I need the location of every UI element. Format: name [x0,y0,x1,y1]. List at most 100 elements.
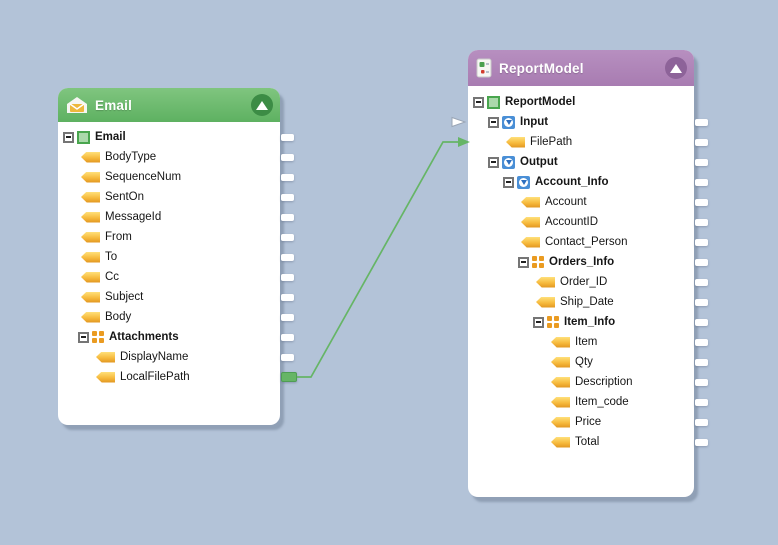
connector-stub[interactable] [281,293,294,301]
field-icon [81,291,100,303]
connector-stub[interactable] [281,193,294,201]
tree-node-label: SentOn [105,191,144,203]
expander-minus-icon[interactable] [533,316,544,328]
element-icon [502,115,515,129]
expander-minus-icon[interactable] [78,331,89,343]
connector-stub[interactable] [695,118,708,126]
field-icon [551,356,570,368]
tree-node-account_info[interactable]: Account_Info [468,172,694,192]
field-icon [536,276,555,288]
connector-stub[interactable] [695,298,708,306]
tree-node-label: Contact_Person [545,236,628,248]
email-component-header[interactable]: Email [58,88,280,122]
tree-node-to[interactable]: To [58,247,280,267]
reportmodel-component-header[interactable]: ReportModel [468,50,694,86]
tree-node-description[interactable]: Description [468,372,694,392]
tree-node-label: BodyType [105,151,157,163]
connector-stub[interactable] [695,318,708,326]
tree-node-account[interactable]: Account [468,192,694,212]
connector-stub[interactable] [281,353,294,361]
tree-node-price[interactable]: Price [468,412,694,432]
connector-stub[interactable] [695,358,708,366]
tree-node-contact_person[interactable]: Contact_Person [468,232,694,252]
tree-node-filepath[interactable]: FilePath [468,132,694,152]
tree-node-label: Email [95,131,126,143]
component-title: Email [95,97,133,113]
tree-node-localfilepath[interactable]: LocalFilePath [58,367,280,387]
input-connector-arrow[interactable] [451,116,467,128]
tree-node-order_id[interactable]: Order_ID [468,272,694,292]
connector-stub[interactable] [281,213,294,221]
connection-line[interactable] [297,141,458,378]
expander-minus-icon[interactable] [488,116,499,128]
tree-node-bodytype[interactable]: BodyType [58,147,280,167]
connector-stub[interactable] [695,198,708,206]
tree-node-qty[interactable]: Qty [468,352,694,372]
connection-source-stub[interactable] [281,372,297,382]
expander-minus-icon[interactable] [63,131,74,143]
tree-node-item_info[interactable]: Item_Info [468,312,694,332]
expander-minus-icon[interactable] [488,156,499,168]
tree-node-label: Qty [575,356,593,368]
tree-node-orders_info[interactable]: Orders_Info [468,252,694,272]
connector-stub[interactable] [695,178,708,186]
tree-node-label: From [105,231,132,243]
element-icon [517,175,530,189]
connector-stub[interactable] [695,278,708,286]
report-file-icon [476,58,492,78]
connector-stub[interactable] [695,338,708,346]
tree-node-ship_date[interactable]: Ship_Date [468,292,694,312]
connector-stub[interactable] [281,133,294,141]
tree-node-input[interactable]: Input [468,112,694,132]
connector-stub[interactable] [695,438,708,446]
tree-node-total[interactable]: Total [468,432,694,452]
field-icon [81,171,100,183]
tree-node-subject[interactable]: Subject [58,287,280,307]
connector-stub[interactable] [695,258,708,266]
expander-minus-icon[interactable] [503,176,514,188]
field-icon [551,396,570,408]
tree-node-reportmodel[interactable]: ReportModel [468,92,694,112]
connector-stub[interactable] [281,153,294,161]
connector-stub[interactable] [281,313,294,321]
connector-stub[interactable] [281,333,294,341]
connector-stub[interactable] [695,138,708,146]
root-icon [487,95,500,109]
expander-minus-icon[interactable] [518,256,529,268]
tree-node-label: Item_code [575,396,629,408]
tree-node-label: Account [545,196,587,208]
connector-stub[interactable] [281,233,294,241]
connector-stub[interactable] [281,253,294,261]
collapse-button[interactable] [251,94,273,116]
expander-minus-icon[interactable] [473,96,484,108]
field-icon [521,216,540,228]
connector-stub[interactable] [695,418,708,426]
connector-stub[interactable] [695,218,708,226]
tree-node-email[interactable]: Email [58,127,280,147]
tree-node-accountid[interactable]: AccountID [468,212,694,232]
connector-stub[interactable] [695,158,708,166]
tree-node-from[interactable]: From [58,227,280,247]
tree-node-output[interactable]: Output [468,152,694,172]
connector-stub[interactable] [695,378,708,386]
tree-node-senton[interactable]: SentOn [58,187,280,207]
tree-node-item[interactable]: Item [468,332,694,352]
tree-node-body[interactable]: Body [58,307,280,327]
connector-stub[interactable] [281,273,294,281]
tree-node-label: Total [575,436,600,448]
tree-node-sequencenum[interactable]: SequenceNum [58,167,280,187]
field-icon [551,436,570,448]
tree-node-label: ReportModel [505,96,576,108]
connector-stub[interactable] [695,398,708,406]
collapse-button[interactable] [665,57,687,79]
tree-node-displayname[interactable]: DisplayName [58,347,280,367]
tree-node-cc[interactable]: Cc [58,267,280,287]
field-icon [521,236,540,248]
tree-node-label: Description [575,376,633,388]
tree-node-messageid[interactable]: MessageId [58,207,280,227]
connector-stub[interactable] [281,173,294,181]
connector-stub[interactable] [695,238,708,246]
tree-node-item_code[interactable]: Item_code [468,392,694,412]
tree-node-attachments[interactable]: Attachments [58,327,280,347]
